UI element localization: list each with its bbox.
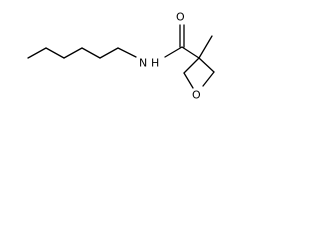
bond-carbonyl-c-ring-c3 — [181, 46, 200, 59]
bond-ring-c3-c2 — [198, 57, 215, 73]
atom-label-amide-hydrogen: H — [151, 57, 159, 70]
bond-ring-c3-methyl — [198, 35, 213, 59]
bond-ring-o-c4 — [183, 72, 194, 89]
bond-n-carbonyl-c — [164, 46, 183, 58]
bond-hexyl-c4-c5 — [81, 47, 101, 59]
bond-hexyl-c6-n — [117, 47, 137, 58]
atom-label-ring-oxygen: O — [192, 89, 201, 102]
atom-label-amide-nitrogen: N — [139, 57, 147, 70]
bond-hexyl-c3-c4 — [63, 47, 83, 59]
bond-hexyl-c5-c6 — [99, 47, 119, 59]
bond-ring-c2-o — [202, 71, 215, 87]
bond-hexyl-c2-c3 — [45, 47, 65, 59]
bond-hexyl-c1-c2 — [27, 47, 47, 59]
chemical-structure: O N H O — [27, 11, 215, 102]
atom-label-carbonyl-oxygen: O — [176, 11, 185, 24]
bond-ring-c4-c3 — [183, 57, 200, 74]
